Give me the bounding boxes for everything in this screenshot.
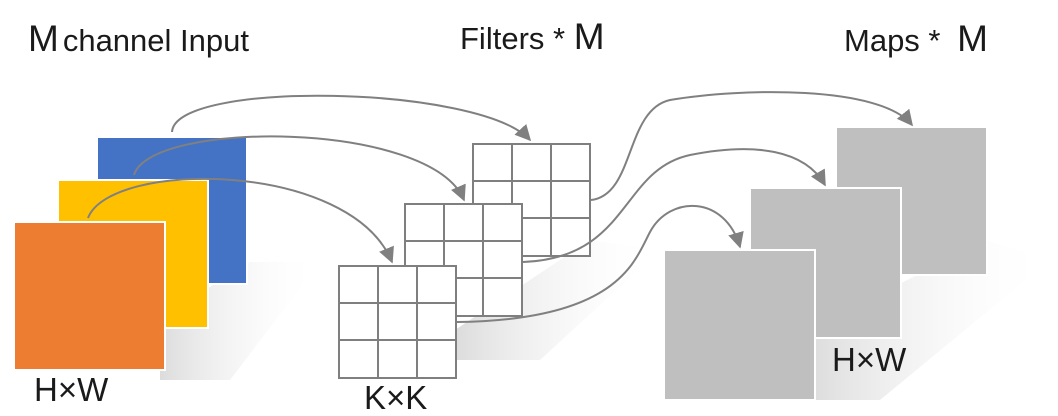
arrow-yellow-to-filter-middle (133, 135, 466, 202)
input-header-m: M (28, 18, 59, 59)
arrow-filter-back-to-map (590, 91, 914, 201)
filter-dim-label: K×K (364, 379, 428, 416)
channel-to-filter-arrows (87, 94, 532, 264)
feature-map-stack (663, 126, 988, 401)
maps-header-text: Maps * (844, 23, 950, 58)
shadow-layer (160, 240, 1050, 400)
maps-dim-label: H×W (832, 341, 907, 378)
input-stack-shadow (160, 262, 320, 380)
input-channel-stack (13, 136, 248, 371)
filters-header-m: M (573, 16, 605, 57)
input-header-text: channel Input (62, 23, 249, 58)
filter-to-map-arrows (456, 91, 914, 323)
filter-stack-shadow (455, 240, 660, 360)
input-channel-orange (13, 221, 166, 371)
map-stack-shadow (810, 240, 1050, 400)
maps-header: Maps * M (844, 20, 988, 57)
input-dim-label: H×W (34, 371, 109, 408)
filter-front (338, 265, 457, 379)
filters-header: Filters * M (460, 18, 605, 55)
arrow-blue-to-filter-back (171, 94, 532, 142)
arrow-filter-front-to-map (456, 204, 744, 323)
maps-header-m: M (957, 18, 988, 59)
arrow-filter-middle-to-map (522, 148, 826, 263)
feature-map-front (663, 249, 816, 401)
filters-header-text: Filters * (460, 21, 574, 56)
arrow-orange-to-filter-front (87, 177, 394, 264)
